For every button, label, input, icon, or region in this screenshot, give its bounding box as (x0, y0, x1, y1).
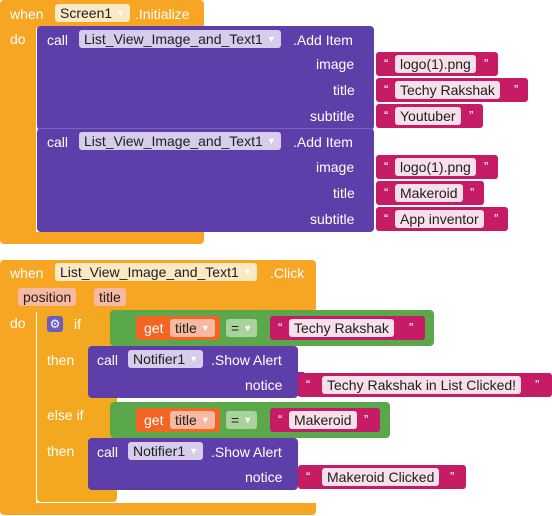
component-dropdown-label: Notifier1 (133, 443, 186, 459)
then-keyword: then (47, 352, 75, 368)
text-value[interactable]: Youtuber (395, 107, 461, 125)
screen-dropdown[interactable]: Screen1 ▼ (55, 4, 131, 22)
call-keyword: call (47, 134, 69, 150)
quote-close: ” (409, 320, 414, 335)
call-keyword: call (97, 444, 119, 460)
call-keyword: call (47, 32, 69, 48)
variable-dropdown-label: title (175, 412, 197, 428)
chevron-down-icon: ▼ (189, 354, 199, 364)
quote-open: “ (384, 211, 389, 226)
param-label-notice: notice (245, 377, 283, 393)
event-block-footer (0, 503, 316, 515)
text-value[interactable]: logo(1).png (395, 158, 476, 176)
do-keyword: do (10, 31, 26, 47)
operator-dropdown[interactable]: = ▼ (226, 411, 258, 429)
chevron-down-icon: ▼ (242, 267, 252, 277)
event-block-arm (0, 26, 36, 236)
chevron-down-icon: ▼ (116, 8, 126, 18)
param-label-subtitle: subtitle (310, 108, 355, 124)
component-dropdown[interactable]: List_View_Image_and_Text1 ▼ (79, 30, 281, 48)
screen-dropdown-label: Screen1 (60, 5, 113, 21)
method-name: .Add Item (293, 134, 353, 150)
else-if-keyword: else if (47, 407, 84, 423)
chevron-down-icon: ▼ (243, 415, 253, 425)
quote-close: ” (364, 412, 369, 427)
component-dropdown-label: List_View_Image_and_Text1 (84, 31, 263, 47)
event-name: .Initialize (135, 6, 190, 22)
component-dropdown[interactable]: List_View_Image_and_Text1 ▼ (79, 132, 281, 150)
operator-dropdown[interactable]: = ▼ (226, 319, 258, 337)
event-name: .Click (270, 265, 305, 281)
chevron-down-icon: ▼ (266, 34, 276, 44)
component-dropdown[interactable]: List_View_Image_and_Text1 ▼ (55, 263, 257, 281)
component-dropdown-label: List_View_Image_and_Text1 (60, 264, 239, 280)
component-dropdown[interactable]: Notifier1 ▼ (128, 442, 204, 460)
param-position[interactable]: position (18, 288, 77, 306)
method-name: .Show Alert (211, 352, 282, 368)
quote-open: “ (306, 377, 311, 392)
quote-open: “ (384, 185, 389, 200)
quote-close: ” (484, 159, 489, 174)
text-value[interactable]: Makeroid Clicked (322, 468, 440, 486)
when-keyword: when (10, 6, 44, 22)
quote-close: ” (450, 469, 455, 484)
component-dropdown[interactable]: Notifier1 ▼ (128, 350, 204, 368)
text-value[interactable]: App inventor (395, 210, 484, 228)
quote-close: ” (494, 211, 499, 226)
do-keyword: do (10, 315, 26, 331)
quote-close: ” (469, 108, 474, 123)
method-name: .Add Item (293, 32, 353, 48)
text-value[interactable]: Techy Rakshak (289, 319, 394, 337)
param-title[interactable]: title (94, 288, 126, 306)
call-keyword: call (97, 352, 119, 368)
gear-icon[interactable]: ⚙ (47, 316, 63, 332)
text-value[interactable]: Makeroid (395, 184, 463, 202)
param-label-image: image (316, 56, 355, 72)
param-label-subtitle: subtitle (310, 211, 355, 227)
quote-open: “ (306, 469, 311, 484)
param-label-title: title (333, 82, 355, 98)
quote-open: “ (278, 320, 283, 335)
when-keyword: when (10, 265, 44, 281)
if-keyword: if (74, 316, 81, 332)
component-dropdown-label: List_View_Image_and_Text1 (84, 133, 263, 149)
param-label-title: title (333, 185, 355, 201)
quote-open: “ (384, 108, 389, 123)
chevron-down-icon: ▼ (200, 323, 210, 333)
event-block-arm (0, 310, 36, 506)
variable-dropdown-label: title (175, 320, 197, 336)
component-dropdown-label: Notifier1 (133, 351, 186, 367)
chevron-down-icon: ▼ (243, 323, 253, 333)
event-block-footer (0, 232, 204, 244)
variable-dropdown[interactable]: title ▼ (170, 319, 215, 337)
quote-close: ” (514, 82, 519, 97)
variable-dropdown[interactable]: title ▼ (170, 411, 215, 429)
chevron-down-icon: ▼ (200, 415, 210, 425)
chevron-down-icon: ▼ (266, 136, 276, 146)
method-name: .Show Alert (211, 444, 282, 460)
quote-open: “ (384, 56, 389, 71)
quote-close: ” (484, 56, 489, 71)
quote-open: “ (278, 412, 283, 427)
text-value[interactable]: logo(1).png (395, 55, 476, 73)
quote-close: ” (470, 185, 475, 200)
then-keyword: then (47, 443, 75, 459)
param-label-image: image (316, 159, 355, 175)
quote-close: ” (535, 377, 540, 392)
param-label-notice: notice (245, 469, 283, 485)
chevron-down-icon: ▼ (189, 446, 199, 456)
quote-open: “ (384, 82, 389, 97)
text-value[interactable]: Makeroid (289, 411, 357, 429)
get-keyword: get (144, 412, 164, 428)
text-value[interactable]: Techy Rakshak in List Clicked! (322, 376, 522, 394)
text-value[interactable]: Techy Rakshak (395, 81, 500, 99)
get-keyword: get (144, 320, 164, 336)
quote-open: “ (384, 159, 389, 174)
operator-dropdown-label: = (231, 320, 240, 336)
operator-dropdown-label: = (231, 412, 240, 428)
